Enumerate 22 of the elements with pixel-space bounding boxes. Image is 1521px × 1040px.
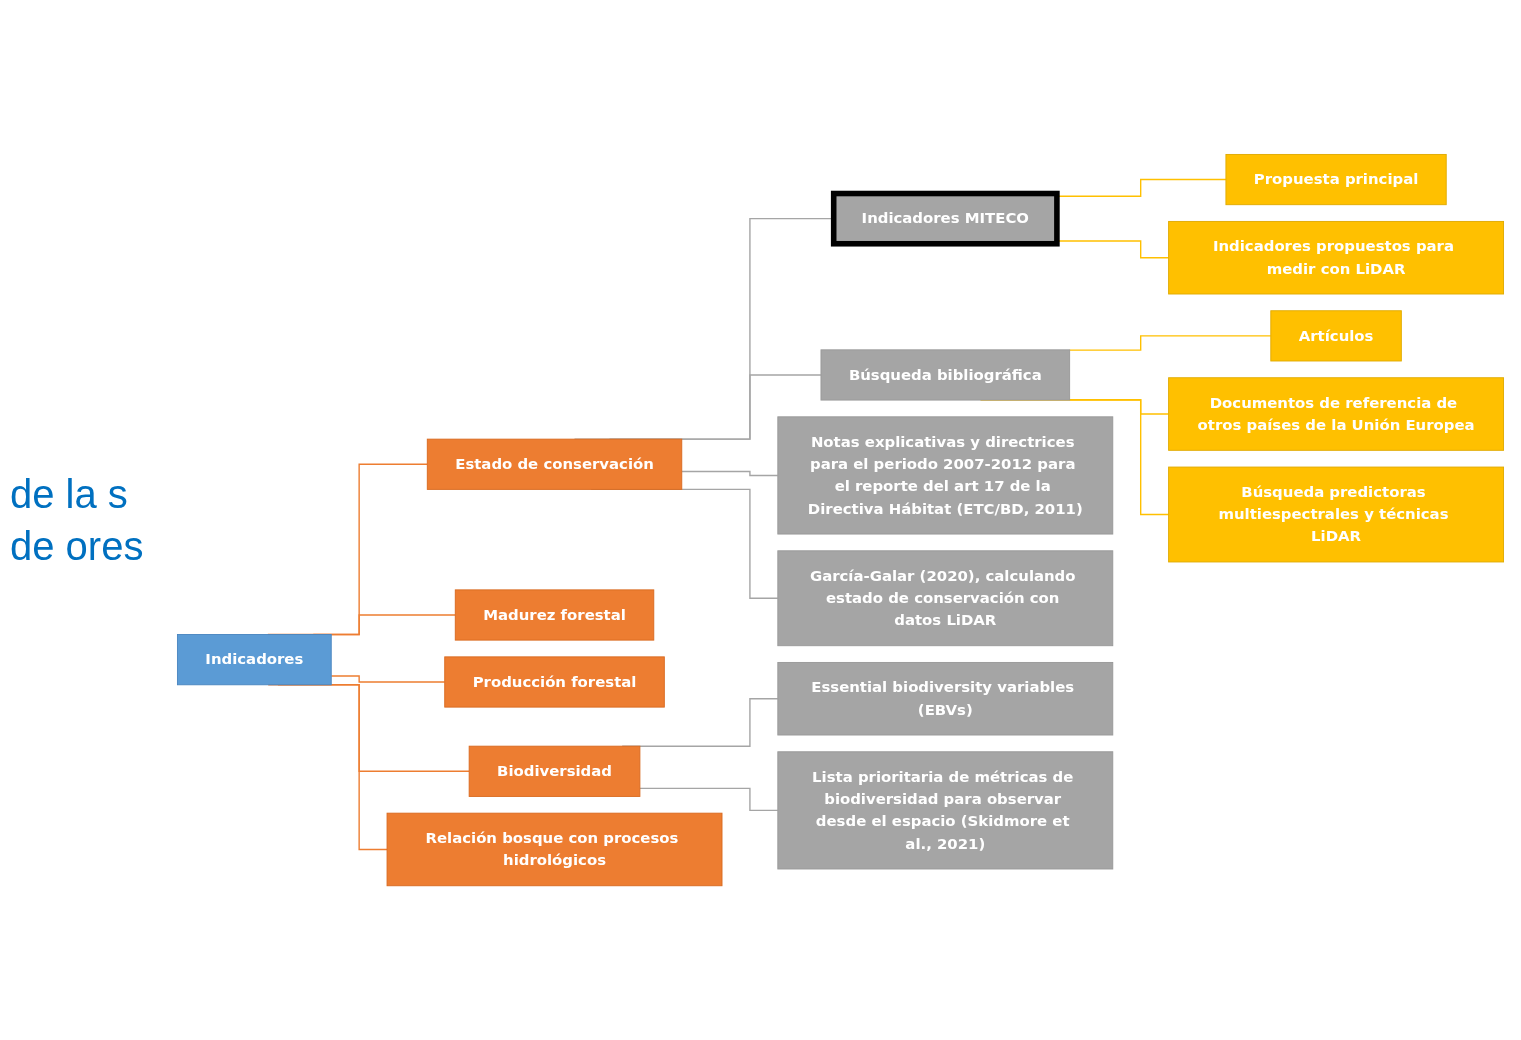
node-box: Búsqueda predictoras multiespectrales y técnicas LiDAR <box>1168 466 1504 563</box>
node-box: Indicadores MITECO <box>830 190 1060 247</box>
node-box: Biodiversidad <box>468 745 641 797</box>
heading: de la s de ores <box>10 471 145 570</box>
node-box: Indicadores <box>177 633 332 686</box>
connector <box>681 470 779 477</box>
node-box: Madurez forestal <box>454 589 655 641</box>
node-box: Essential biodiversity variables (EBVs) <box>777 661 1114 736</box>
node-box: Lista prioritaria de métricas de biodiversidad para observar desde el espacio (Skidmore et al., 2021) <box>777 751 1114 870</box>
node-box: Artículos <box>1270 310 1402 362</box>
node-box: Indicadores propuestos para medir con LiDAR <box>1168 220 1504 295</box>
node-box: Documentos de referencia de otros países de la Unión Europea <box>1168 377 1504 451</box>
node-box: Propuesta principal <box>1225 153 1447 206</box>
connector <box>1068 335 1272 351</box>
connector <box>639 787 779 811</box>
connector <box>330 675 446 683</box>
node-box: García-Galar (2020), calculando estado de conservación con datos LiDAR <box>777 550 1114 647</box>
node-box: Relación bosque con procesos hidrológicos <box>386 812 723 887</box>
node-box: Producción forestal <box>444 656 665 708</box>
node-box: Estado de conservación <box>426 438 683 490</box>
node-box: Búsqueda bibliográfica <box>820 349 1071 401</box>
node-box: Notas explicativas y directrices para el periodo 2007-2012 para el reporte del art 17 de la Directiva Hábitat (ETC/BD, 2011) <box>777 416 1114 535</box>
